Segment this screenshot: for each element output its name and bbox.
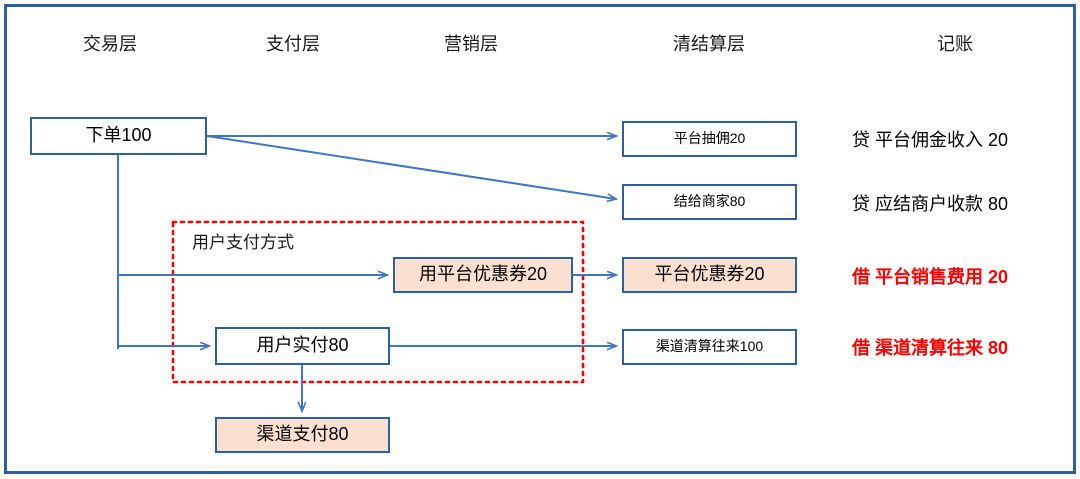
column-header-payment: 支付层 (266, 34, 320, 54)
node-channel-pay[interactable]: 渠道支付80 (215, 417, 390, 453)
ledger-entry-platform-commission-income: 贷 平台佣金收入 20 (852, 130, 1009, 150)
node-coupon-settlement[interactable]: 平台优惠券20 (622, 257, 797, 293)
column-header-settlement: 清结算层 (673, 34, 745, 54)
column-header-marketing: 营销层 (444, 34, 498, 54)
ledger-entry-merchant-payable: 贷 应结商户收款 80 (852, 194, 1009, 214)
node-use-coupon[interactable]: 用平台优惠券20 (393, 257, 573, 293)
user-payment-method-group-label: 用户支付方式 (192, 233, 294, 252)
node-order[interactable]: 下单100 (30, 117, 207, 155)
ledger-entry-platform-sales-expense: 借 平台销售费用 20 (852, 267, 1009, 287)
outer-frame (4, 4, 1076, 474)
node-platform-commission[interactable]: 平台抽佣20 (622, 121, 797, 157)
connector-order-to-merchant (206, 135, 616, 199)
ledger-entry-channel-clearing-receivable: 借 渠道清算往来 80 (852, 338, 1009, 358)
node-channel-clearing[interactable]: 渠道清算往来100 (622, 329, 797, 365)
node-user-paid[interactable]: 用户实付80 (215, 327, 390, 365)
node-settle-merchant[interactable]: 结给商家80 (622, 184, 797, 220)
column-header-accounting: 记账 (937, 34, 973, 54)
column-header-transaction: 交易层 (83, 34, 137, 54)
